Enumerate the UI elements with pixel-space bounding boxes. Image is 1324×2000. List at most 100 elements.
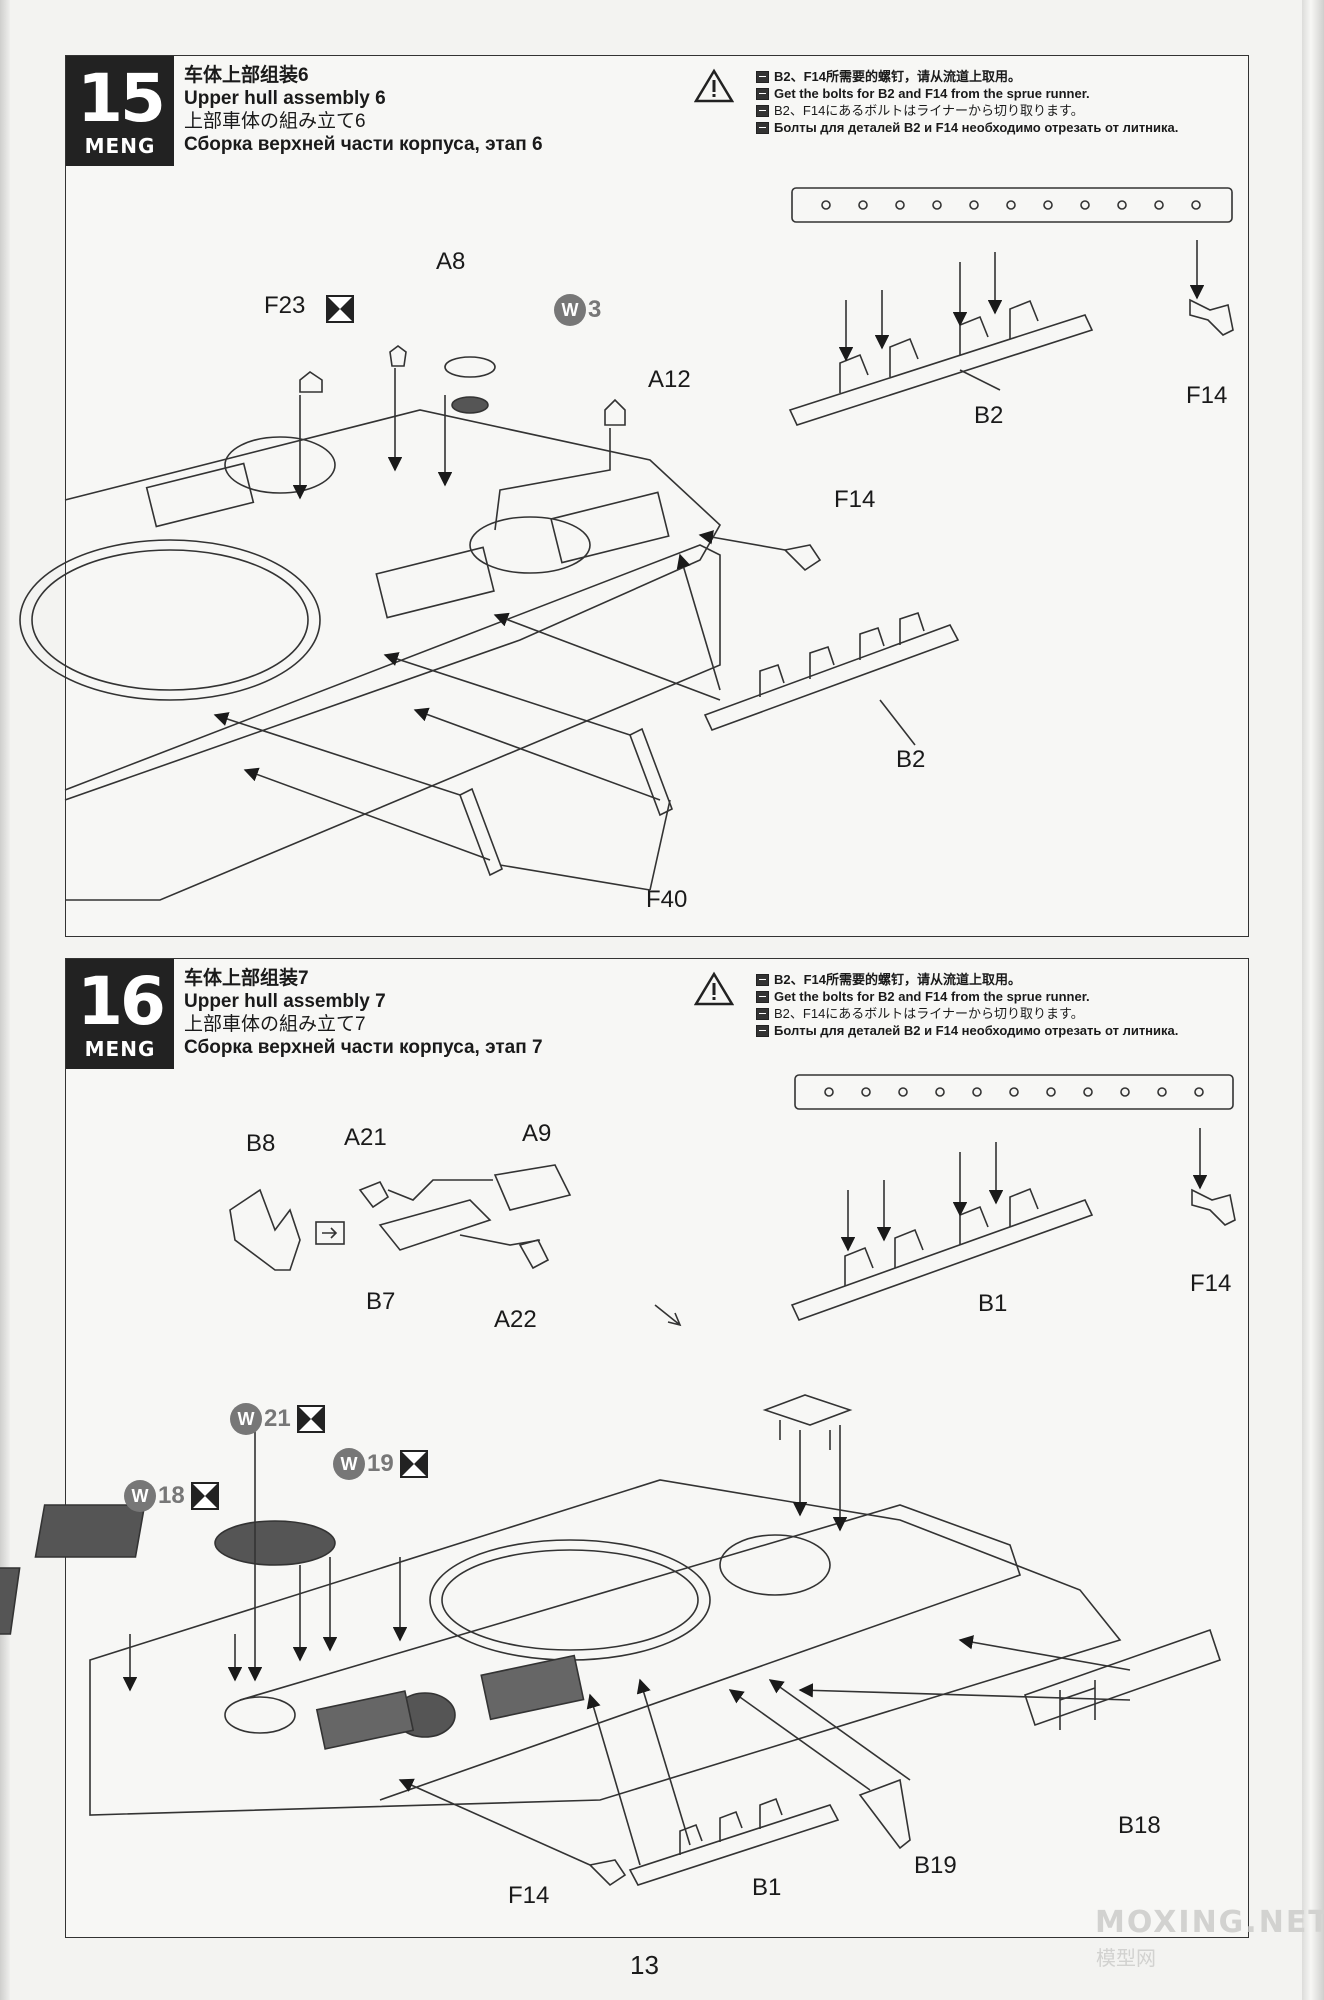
part-f14-bottom [588,1859,627,1887]
decal-w-icon: W [230,1403,262,1435]
label-a9: A9 [522,1120,552,1147]
brand-logo: MENG [84,1037,156,1061]
decal-number: 19 [367,1450,394,1477]
grille-rect [480,1654,585,1721]
warning-triangle-icon [694,971,734,1006]
no-cement-icon [190,1482,219,1510]
language-flag-icon [756,990,769,1003]
sprue-runner [791,187,1233,223]
part-a9 [493,1164,572,1211]
upper-hull-outline [64,409,722,801]
note-ru: Болты для деталей B2 и F14 необходимо от… [774,120,1179,135]
part-f14-top [1191,1188,1236,1226]
part-b19 [858,1778,911,1850]
note-ru: Болты для деталей B2 и F14 необходимо от… [774,1023,1179,1038]
label-b8: B8 [246,1130,276,1157]
part-b1-top [790,1199,1094,1321]
step-number: 15 [77,60,166,137]
part-f40-right [628,727,674,817]
label-b19: B19 [914,1852,957,1879]
label-b7: B7 [366,1288,396,1315]
page-number: 13 [630,1950,659,1980]
part-b1-bottom [628,1804,840,1886]
no-cement-icon [399,1450,428,1478]
bolt-notes: B2、F14所需要的螺钉，请从流道上取用。 Get the bolts for … [756,971,1178,1039]
decal-number: 3 [588,296,602,323]
title-cn: 车体上部组装7 [184,968,309,989]
page-edge [1302,0,1324,2000]
part-w18 [0,1567,21,1635]
step-16-panel: 16 MENG 车体上部组装7 Upper hull assembly 7 上部… [65,958,1249,1938]
note-en: Get the bolts for B2 and F14 from the sp… [774,86,1090,101]
label-f14-top: F14 [1186,382,1228,409]
title-ru: Сборка верхней части корпуса, этап 6 [184,134,543,155]
part-b7 [378,1199,492,1251]
label-b2-mid: B2 [896,746,926,773]
decal-number: 18 [158,1482,185,1509]
sprue-bolts [824,1087,1204,1097]
title-ru: Сборка верхней части корпуса, этап 7 [184,1037,543,1058]
no-cement-icon [326,295,354,323]
step-badge: 15 MENG [66,56,174,166]
label-a22: A22 [494,1306,537,1333]
part-b18 [1023,1628,1222,1727]
step-badge: 16 MENG [66,959,174,1069]
label-f14-mid: F14 [834,486,876,513]
label-f40: F40 [646,886,688,913]
decal-w-icon: W [124,1480,156,1512]
mirror-part-icon [315,1221,345,1245]
part-w19 [34,1504,146,1558]
part-a22 [518,1239,550,1270]
label-b18: B18 [1118,1812,1161,1839]
title-cn: 车体上部组装6 [184,65,309,86]
site-watermark: MOXING.NET [1095,1905,1324,1940]
sprue-bolts [821,200,1201,210]
brand-logo: MENG [84,134,156,158]
label-b1-bottom: B1 [752,1874,782,1901]
note-cn: B2、F14所需要的螺钉，请从流道上取用。 [774,972,1022,987]
title-en: Upper hull assembly 7 [184,991,386,1012]
note-en: Get the bolts for B2 and F14 from the sp… [774,989,1090,1004]
part-f14-mid [783,544,822,572]
part-a8 [444,356,496,378]
step-titles: 车体上部组装6 Upper hull assembly 6 上部車体の組み立て6… [184,64,543,156]
step-titles: 车体上部组装7 Upper hull assembly 7 上部車体の組み立て7… [184,967,543,1059]
part-w21 [214,1520,336,1566]
turret-ring [429,1539,711,1661]
bolt-notes: B2、F14所需要的螺钉，请从流道上取用。 Get the bolts for … [756,68,1178,136]
title-jp: 上部車体の組み立て6 [184,111,366,132]
sprue-runner [794,1074,1234,1110]
language-flag-icon [756,104,769,117]
part-b2-top [788,314,1094,426]
upper-hull-outline [89,1479,1122,1816]
part-f14-top [1189,298,1234,336]
note-jp: B2、F14にあるボルトはライナーから切り取ります。 [774,1006,1084,1021]
part-b2-mid [703,624,960,732]
language-flag-icon [756,1024,769,1037]
site-watermark-sub: 模型网 [1096,1948,1156,1970]
language-flag-icon [756,121,769,134]
language-flag-icon [756,70,769,83]
no-cement-icon [296,1405,325,1433]
part-f23 [299,371,323,393]
label-a21: A21 [344,1124,387,1151]
note-cn: B2、F14所需要的螺钉，请从流道上取用。 [774,69,1022,84]
part-a12 [604,398,626,426]
language-flag-icon [756,973,769,986]
label-f14-bottom: F14 [508,1882,550,1909]
decal-number: 21 [264,1405,291,1432]
language-flag-icon [756,87,769,100]
label-b1-top: B1 [978,1290,1008,1317]
page-binding [0,0,10,2000]
decal-w-icon: W [333,1448,365,1480]
part-f40-left [458,787,504,877]
label-b2-top: B2 [974,402,1004,429]
part-b8 [229,1188,301,1271]
decal-w-icon: W [554,294,586,326]
label-a8: A8 [436,248,466,275]
part-a21 [358,1180,390,1209]
